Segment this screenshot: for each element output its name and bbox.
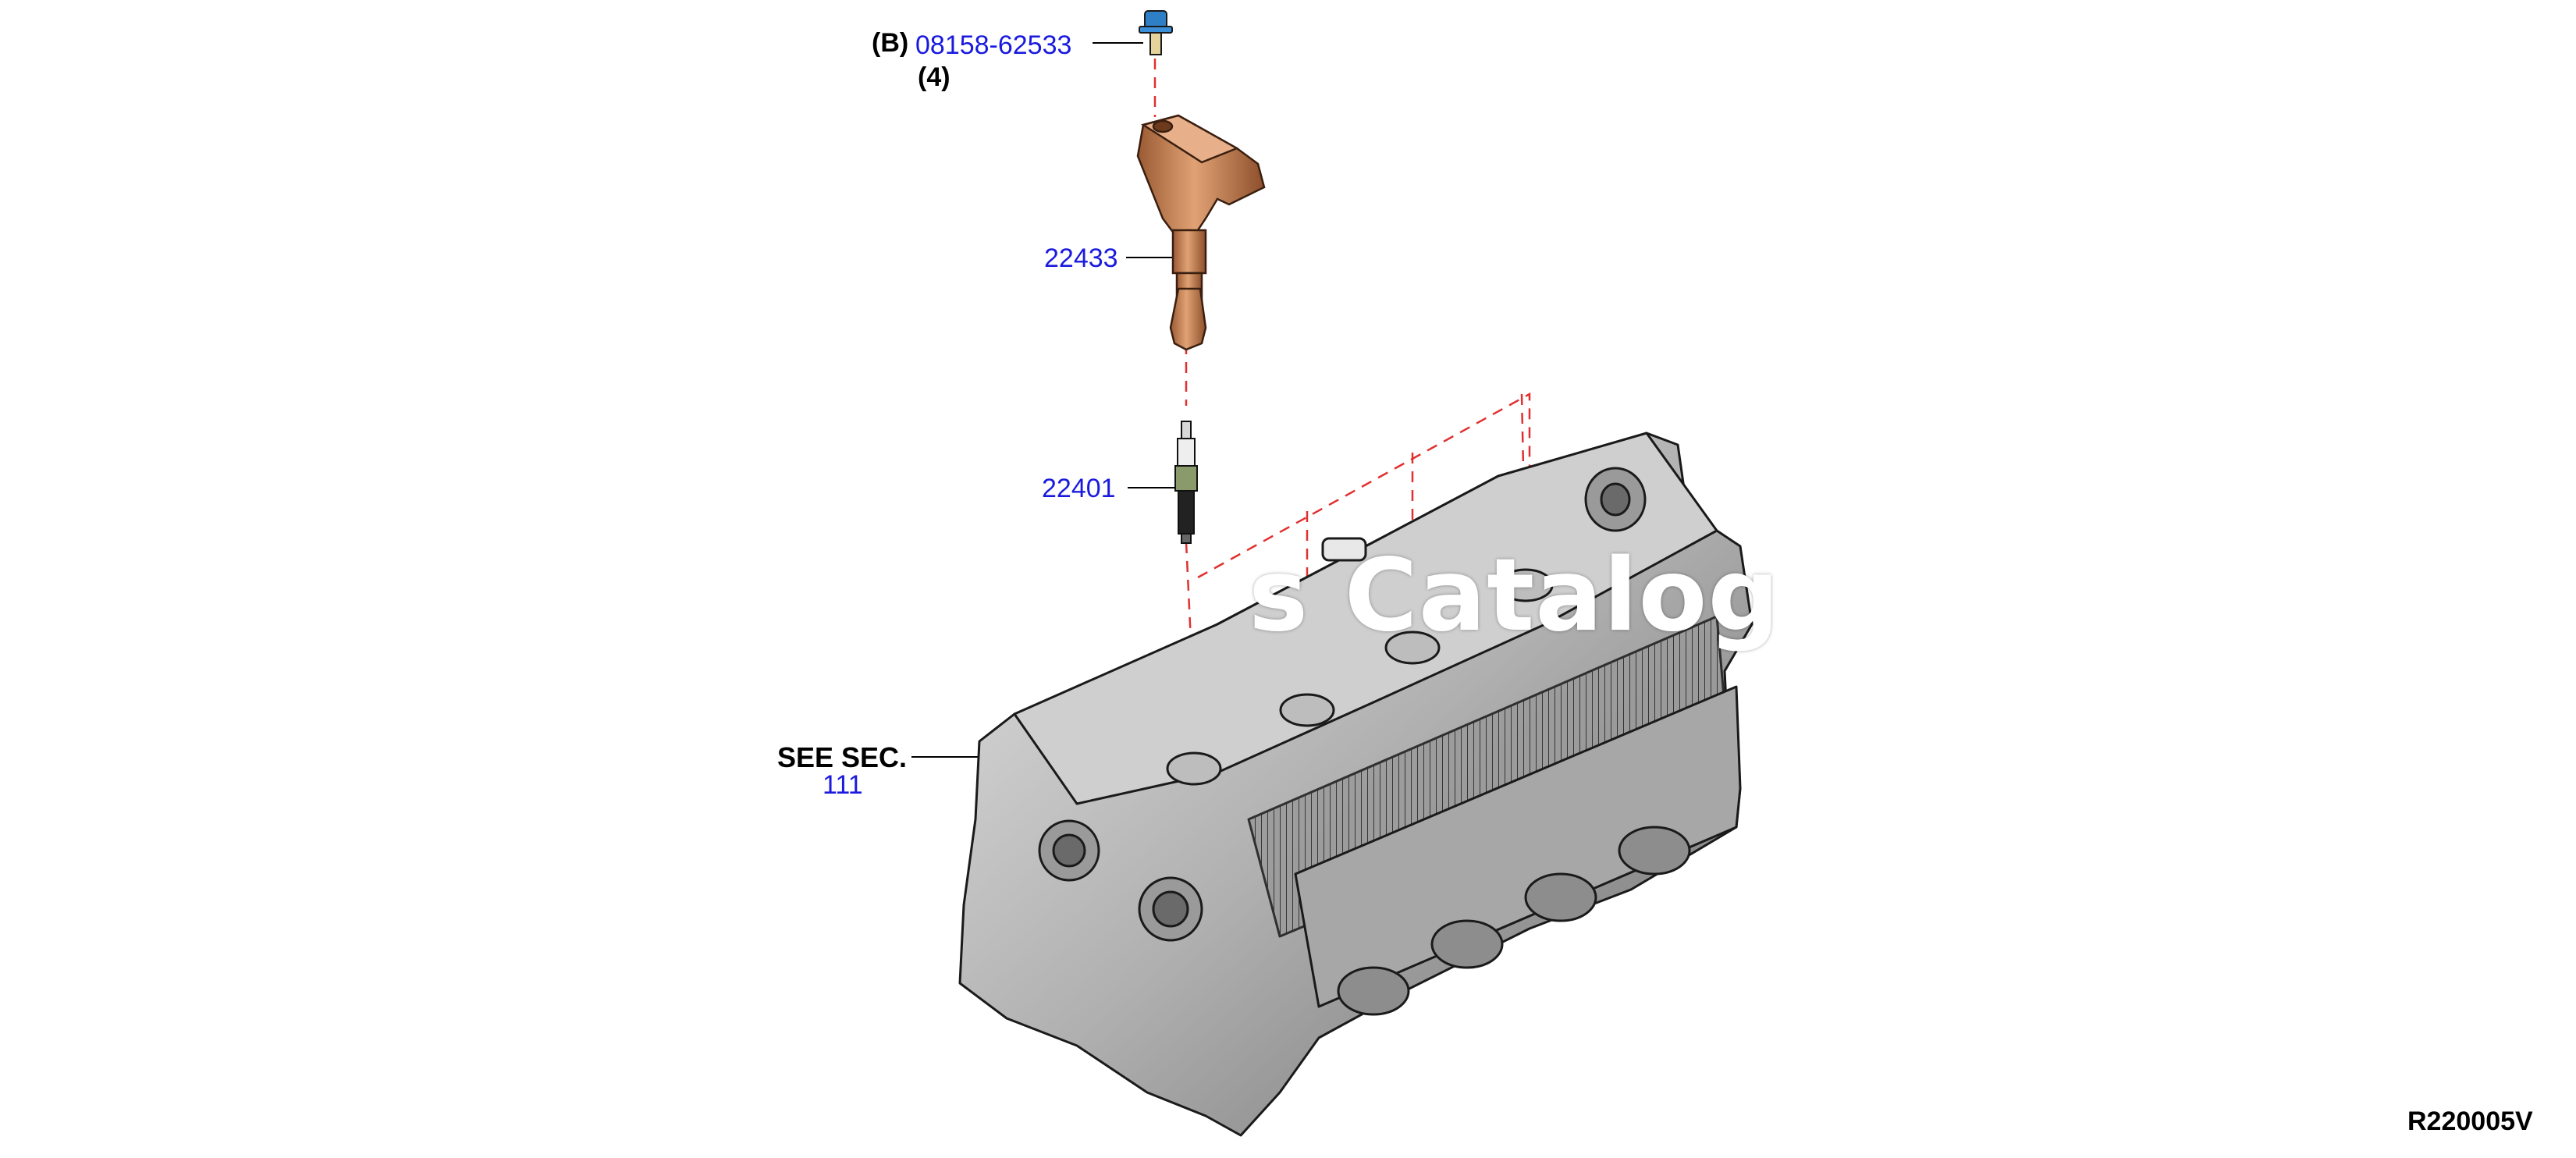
bolt-icon[interactable] [1139,10,1173,55]
bolt-part-number[interactable]: 08158-62533 [915,30,1071,60]
cylinder-head-icon[interactable] [958,432,1753,1137]
plug-part-number[interactable]: 22401 [1042,474,1116,503]
spark-plug-icon[interactable] [1174,421,1198,544]
bolt-quantity: (4) [918,62,950,92]
see-section-label: SEE SEC. [777,741,907,773]
watermark: s Catalog [1249,538,1781,654]
coil-part-number[interactable]: 22433 [1044,243,1118,273]
diagram-code: R220005V [2407,1106,2533,1136]
bolt-prefix-label: (B) [872,28,908,58]
see-section-number[interactable]: 111 [823,770,863,800]
ignition-coil-icon[interactable] [1136,114,1266,351]
